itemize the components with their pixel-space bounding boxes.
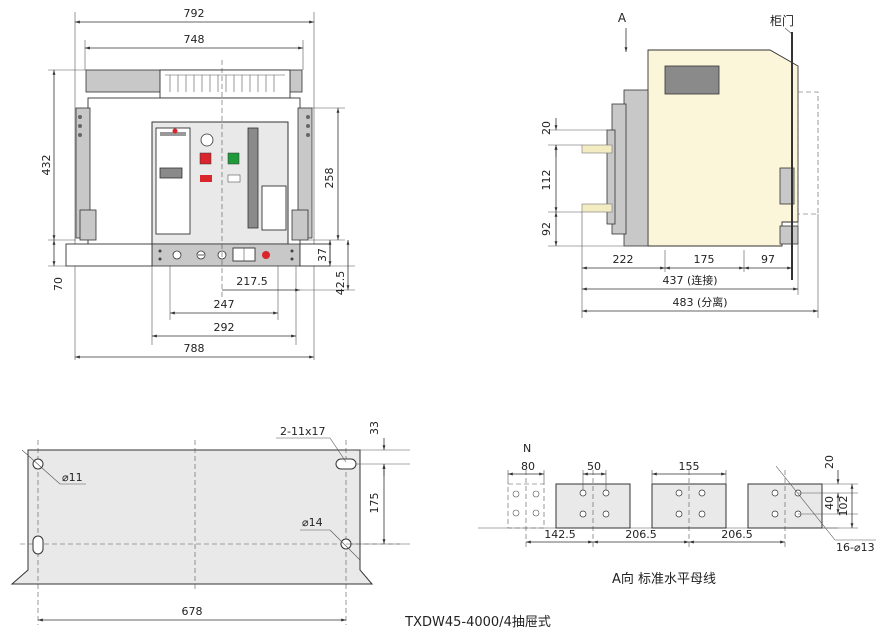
dim-busbar-155: 155	[679, 460, 700, 473]
dim-70: 70	[52, 277, 65, 291]
dim-432: 432	[40, 155, 53, 176]
dim-side-97: 97	[761, 253, 775, 266]
top-vent-grille	[165, 74, 285, 92]
dim-side-437: 437 (连接)	[662, 274, 717, 287]
breaker-side-body	[647, 49, 799, 247]
slot-hole-icon	[335, 458, 357, 470]
dim-busbar-40: 40	[823, 496, 836, 510]
dim-busbar-50: 50	[587, 460, 601, 473]
dim-258: 258	[323, 168, 336, 189]
dim-side-20: 20	[540, 121, 553, 135]
dim-busbar-206-5a: 206.5	[625, 528, 657, 541]
dim-side-92: 92	[540, 222, 553, 236]
busbar-view: N 80 50 155	[478, 442, 876, 587]
busbar-caption: A向 标准水平母线	[612, 571, 716, 587]
view-arrow-label: A	[618, 11, 627, 25]
dim-678: 678	[182, 605, 203, 618]
dim-d14: ⌀14	[302, 516, 323, 529]
dim-side-175: 175	[694, 253, 715, 266]
base-plate-view: 2-11x17 ⌀11 ⌀14 33 175 678	[10, 421, 410, 625]
status-flag-red	[200, 175, 212, 182]
model-caption: TXDW45-4000/4抽屉式	[404, 615, 551, 630]
dim-busbar-20: 20	[823, 455, 836, 469]
dim-292: 292	[214, 321, 235, 334]
dim-175: 175	[368, 493, 381, 514]
dim-busbar-206-5b: 206.5	[721, 528, 753, 541]
dim-247: 247	[214, 298, 235, 311]
dim-42-5: 42.5	[334, 271, 347, 296]
door-label: 柜门	[770, 13, 794, 28]
off-button[interactable]	[199, 152, 212, 165]
dim-busbar-102: 102	[837, 496, 850, 517]
dim-37: 37	[316, 248, 329, 262]
dim-33: 33	[368, 421, 381, 435]
indicator-lamp-icon	[200, 133, 214, 147]
dim-217-5: 217.5	[236, 275, 268, 288]
hole-slot-label: 2-11x17	[280, 425, 325, 438]
front-view: 792 748	[40, 7, 355, 360]
dim-side-222: 222	[613, 253, 634, 266]
dim-busbar-80: 80	[521, 460, 535, 473]
side-view: A 柜门 20 112 92	[540, 11, 819, 318]
dim-busbar-holes: 16-⌀13	[836, 541, 875, 554]
dim-788: 788	[184, 342, 205, 355]
dim-792: 792	[184, 7, 205, 20]
slot-hole-left-icon	[32, 535, 44, 555]
dim-side-112: 112	[540, 170, 553, 191]
dim-748: 748	[184, 33, 205, 46]
dim-busbar-142-5: 142.5	[544, 528, 576, 541]
pole-n-label: N	[523, 442, 531, 455]
on-button[interactable]	[227, 152, 240, 165]
dim-d11: ⌀11	[62, 471, 83, 484]
dim-side-483: 483 (分离)	[672, 295, 727, 309]
